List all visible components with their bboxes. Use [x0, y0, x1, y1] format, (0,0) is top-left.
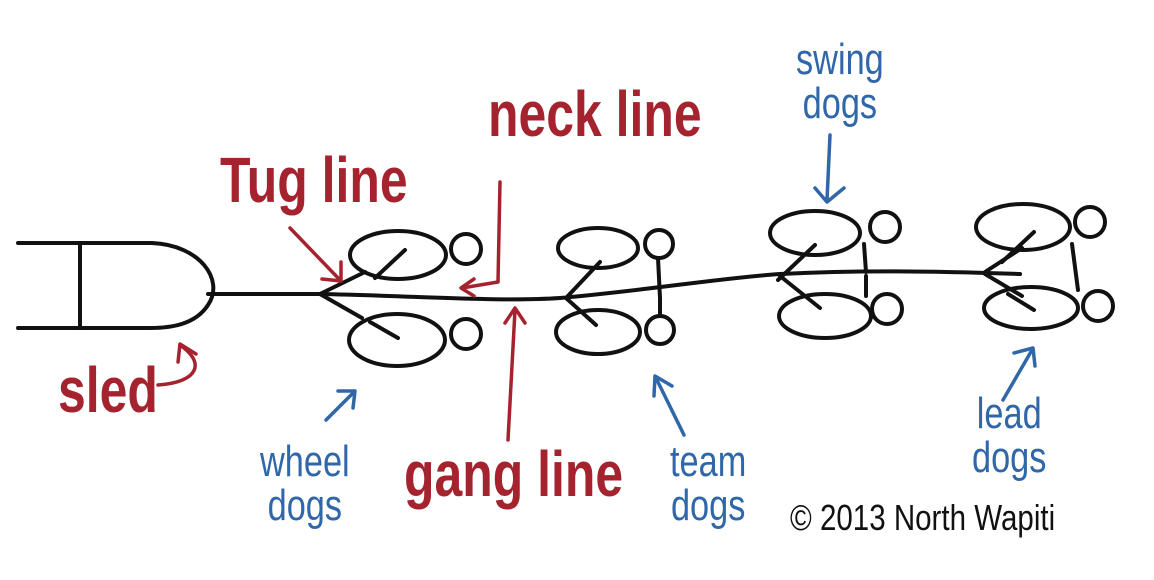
tug-line-upper [318, 270, 367, 296]
team-dogs-line-2: dogs [670, 481, 746, 530]
swing-dog-lower [777, 274, 904, 340]
tug-line-label: Tug line [220, 144, 408, 216]
team-dogs-line-1: team [670, 437, 747, 486]
lead-dogs-line-2: dogs [972, 433, 1047, 482]
neck-line-label: neck line [488, 78, 702, 150]
neck-line-arrow-icon [459, 180, 502, 298]
lead-neck-line-lower [983, 272, 1024, 298]
swing-dogs-arrow-icon [813, 133, 846, 204]
lead-dog-upper [974, 202, 1107, 292]
wheel-dogs-line-1: wheel [260, 437, 350, 486]
wheel-dogs-line-2: dogs [267, 481, 343, 530]
sled-label: sled [58, 354, 158, 426]
wheel-dog-lower [347, 312, 483, 368]
lead-dog-lower [982, 285, 1115, 331]
sled-arrow-icon [156, 342, 198, 387]
gang-line [206, 269, 1022, 302]
team-dog-lower [554, 296, 676, 356]
tug-line-lower [318, 292, 364, 320]
lead-dogs-label: lead dogs [972, 392, 1046, 480]
team-dogs-arrow-icon [652, 374, 686, 437]
sled-outline [16, 241, 216, 330]
swing-dogs-line-1: swing [796, 35, 884, 84]
tug-line-arrow-icon [288, 226, 343, 283]
wheel-dog-upper [348, 229, 483, 281]
team-dogs-label: team dogs [670, 440, 746, 528]
gang-line-arrow-icon [503, 306, 527, 442]
lead-dogs-arrow-icon [1001, 346, 1037, 402]
gang-line-label: gang line [404, 438, 624, 510]
wheel-dogs-arrow-icon [324, 389, 357, 422]
lead-dogs-line-1: lead [976, 389, 1042, 438]
swing-dogs-line-2: dogs [802, 79, 878, 128]
wheel-dogs-label: wheel dogs [260, 440, 350, 528]
swing-dog-upper [768, 209, 902, 282]
team-dog-upper [556, 226, 675, 300]
swing-dogs-label: swing dogs [796, 38, 884, 126]
copyright-notice: © 2013 North Wapiti [790, 497, 1056, 538]
